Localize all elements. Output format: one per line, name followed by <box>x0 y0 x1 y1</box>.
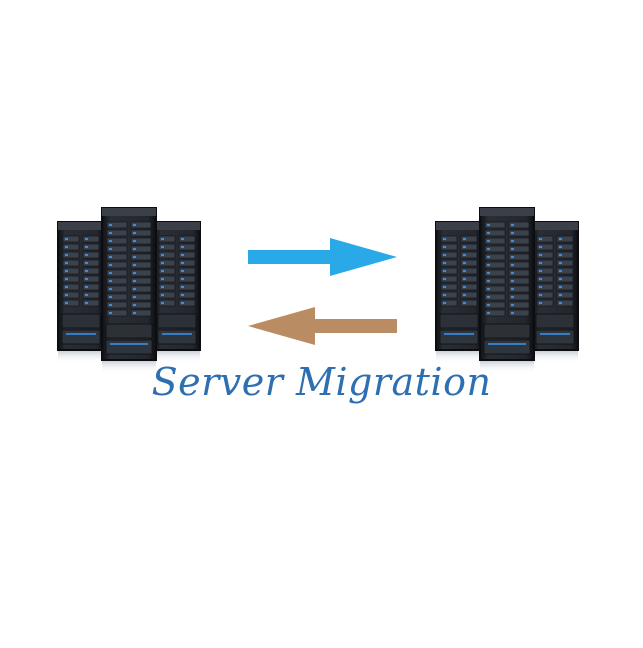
server-rack-center <box>101 207 157 373</box>
destination-servers-icon <box>435 207 579 373</box>
server-rack-right <box>531 221 579 363</box>
server-rack-right <box>153 221 201 363</box>
server-rack-left <box>57 221 105 363</box>
caption-title: Server Migration <box>151 360 492 404</box>
server-rack-center <box>479 207 535 373</box>
server-rack-left <box>435 221 483 363</box>
source-servers-icon <box>57 207 201 373</box>
migrate-forward-arrow <box>248 238 397 276</box>
migrate-back-arrow <box>248 307 397 345</box>
